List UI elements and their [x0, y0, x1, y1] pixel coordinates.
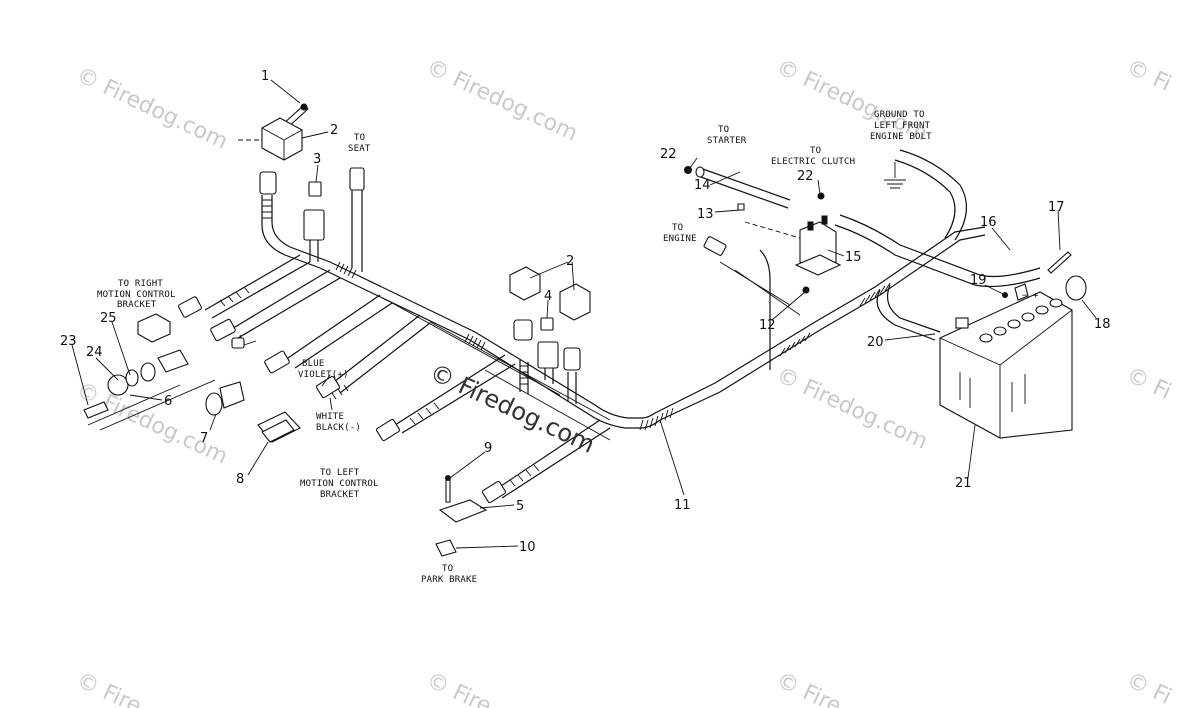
watermark: © Fi — [1122, 363, 1174, 405]
svg-text:GROUND TO: GROUND TO — [874, 110, 925, 120]
battery-minus-mark: − — [1022, 291, 1028, 301]
svg-text:LEFT FRONT: LEFT FRONT — [874, 121, 931, 131]
svg-text:TO RIGHT: TO RIGHT — [118, 279, 163, 289]
svg-text:BLUE: BLUE — [302, 359, 324, 369]
svg-text:BRACKET: BRACKET — [320, 490, 360, 500]
svg-text:SEAT: SEAT — [348, 144, 371, 154]
callout-2: 2 — [566, 254, 574, 269]
callout-6: 6 — [164, 394, 172, 409]
watermark: © Firedog.com — [72, 63, 231, 155]
watermark: © Fi — [1122, 55, 1174, 97]
svg-text:BLACK(-): BLACK(-) — [316, 423, 361, 433]
label-to-electric-clutch: TO ELECTRIC CLUTCH — [771, 146, 855, 167]
callout-11: 11 — [674, 498, 691, 513]
label-to-right-motion-control: TO RIGHT MOTION CONTROL BRACKET — [97, 279, 176, 310]
callout-2: 2 — [330, 123, 338, 138]
callout-21: 21 — [955, 476, 972, 491]
svg-text:VIOLET(+): VIOLET(+) — [298, 370, 349, 380]
svg-text:TO: TO — [718, 125, 729, 135]
svg-text:ENGINE: ENGINE — [663, 234, 697, 244]
label-to-park-brake: TO PARK BRAKE — [421, 564, 477, 585]
svg-text:ELECTRIC CLUTCH: ELECTRIC CLUTCH — [771, 157, 855, 167]
callout-15: 15 — [845, 250, 862, 265]
callout-1: 1 — [261, 69, 269, 84]
watermark: © Fire — [772, 668, 844, 708]
label-blue-violet: BLUE VIOLET(+) — [298, 359, 349, 380]
callout-23: 23 — [60, 334, 77, 349]
svg-text:BRACKET: BRACKET — [117, 300, 157, 310]
svg-text:TO: TO — [354, 133, 365, 143]
callout-22: 22 — [660, 147, 677, 162]
main-harness — [178, 149, 1041, 504]
callout-25: 25 — [100, 311, 117, 326]
callout-5: 5 — [516, 499, 524, 514]
watermark: © Firedog.com — [72, 378, 231, 470]
label-to-left-motion-control: TO LEFT MOTION CONTROL BRACKET — [300, 468, 379, 500]
watermark: © Fi — [1122, 668, 1174, 708]
callout-numbers: 1 2 3 2 4 5 6 7 8 9 10 11 12 13 14 15 16… — [60, 69, 1111, 555]
center-watermark: © Firedog.com — [425, 358, 599, 459]
callout-8: 8 — [236, 472, 244, 487]
svg-text:STARTER: STARTER — [707, 136, 747, 146]
wire-labels: TO SEAT TO RIGHT MOTION CONTROL BRACKET … — [97, 110, 932, 585]
watermark: © Firedog.com — [422, 55, 581, 147]
svg-text:MOTION CONTROL: MOTION CONTROL — [97, 290, 176, 300]
parts: − + — [83, 103, 1087, 557]
watermark: © Firedog.com — [772, 363, 931, 455]
callout-10: 10 — [519, 540, 536, 555]
callout-17: 17 — [1048, 200, 1065, 215]
battery-plus-mark: + — [1033, 291, 1039, 301]
callout-24: 24 — [86, 345, 103, 360]
watermark: © Fire — [422, 668, 494, 708]
callout-12: 12 — [759, 318, 776, 333]
callout-4: 4 — [544, 289, 552, 304]
callout-20: 20 — [867, 335, 884, 350]
svg-text:ENGINE BOLT: ENGINE BOLT — [870, 132, 932, 142]
leader-lines — [71, 79, 1097, 549]
svg-text:TO: TO — [672, 223, 683, 233]
callout-14: 14 — [694, 178, 711, 193]
svg-text:TO LEFT: TO LEFT — [320, 468, 360, 478]
callout-16: 16 — [980, 215, 997, 230]
callout-18: 18 — [1094, 317, 1111, 332]
callout-3: 3 — [313, 152, 321, 167]
callout-7: 7 — [200, 431, 208, 446]
svg-text:WHITE: WHITE — [316, 412, 344, 422]
callout-9: 9 — [484, 441, 492, 456]
svg-text:MOTION CONTROL: MOTION CONTROL — [300, 479, 379, 489]
callout-22: 22 — [797, 169, 814, 184]
label-to-seat: TO SEAT — [348, 133, 371, 154]
label-ground: GROUND TO LEFT FRONT ENGINE BOLT — [870, 110, 932, 142]
svg-text:PARK BRAKE: PARK BRAKE — [421, 575, 477, 585]
label-white-black: WHITE BLACK(-) — [316, 412, 361, 433]
callout-19: 19 — [970, 273, 987, 288]
label-to-engine: TO ENGINE — [663, 223, 697, 244]
callout-13: 13 — [697, 207, 714, 222]
label-to-starter: TO STARTER — [707, 125, 747, 146]
svg-text:TO: TO — [442, 564, 453, 574]
svg-text:TO: TO — [810, 146, 821, 156]
watermark: © Fire — [72, 668, 144, 708]
